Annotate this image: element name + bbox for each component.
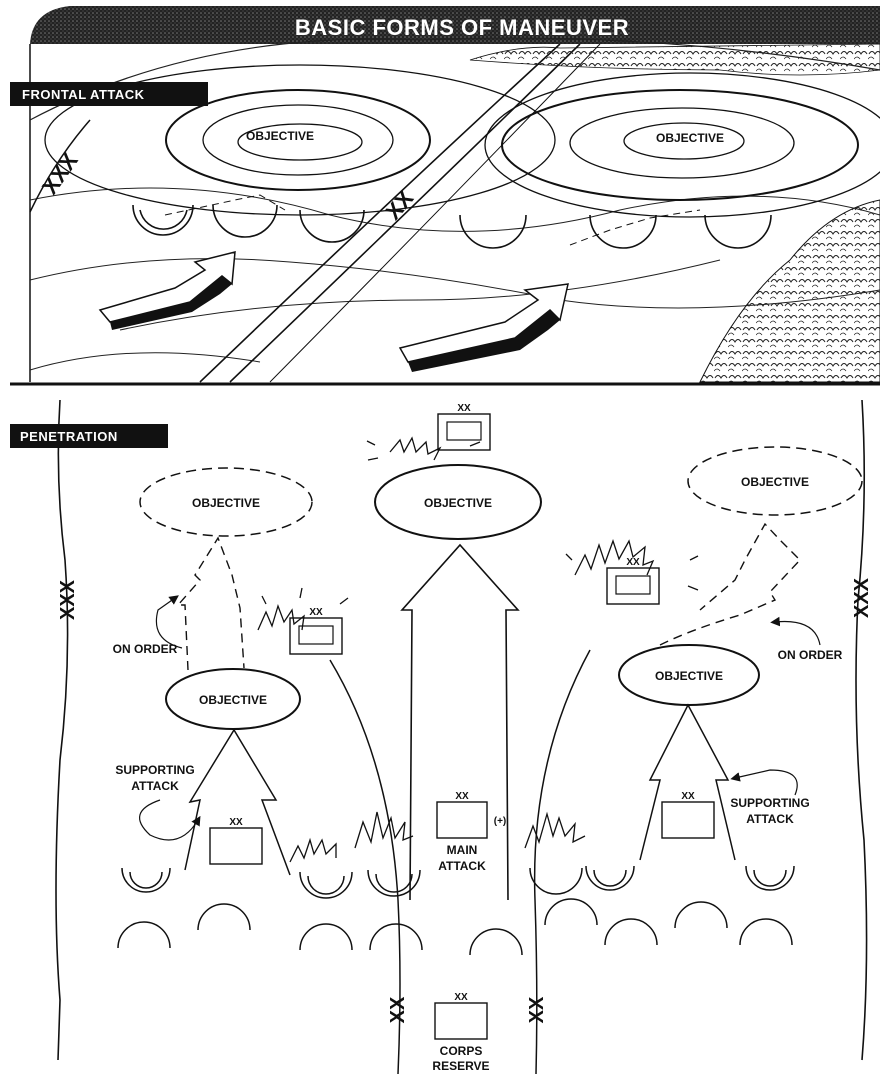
objective-label: OBJECTIVE	[424, 496, 492, 510]
objective-ellipse: OBJECTIVE	[374, 464, 542, 540]
corps-boundary-label: XXX	[57, 579, 79, 620]
corps-boundary-line	[55, 399, 69, 1061]
explosion-burst	[354, 811, 414, 849]
division-symbol: XX (+)	[436, 791, 507, 839]
road	[229, 43, 581, 383]
attack-arrow	[398, 283, 569, 372]
woods	[699, 199, 880, 383]
objective-label: OBJECTIVE	[192, 496, 260, 510]
penetration-panel: XXX XXX XX XX OBJECTIVE OBJECTIVE OBJECT…	[10, 399, 873, 1074]
on-order-label: ON ORDER	[113, 642, 178, 656]
callout-arrow	[730, 769, 798, 796]
attack-arrow	[98, 251, 236, 330]
on-order-arrow	[176, 536, 245, 671]
corps-reserve-label: CORPS	[440, 1044, 483, 1058]
division-boundary-label: XX	[526, 996, 548, 1023]
main-attack-label: ATTACK	[438, 859, 486, 873]
callout-arrow	[155, 595, 183, 649]
hill-contour-right	[484, 72, 880, 218]
frontal-attack-panel: OBJECTIVE OBJECTIVE	[10, 37, 880, 383]
section-tag-bg	[10, 424, 168, 448]
division-boundary-label: XX	[380, 186, 418, 225]
objective-ellipse: OBJECTIVE	[165, 668, 301, 730]
division-symbol: XX	[434, 992, 488, 1040]
unit-positions	[117, 865, 795, 956]
division-boundary-label: XX	[387, 996, 409, 1023]
woods	[469, 43, 880, 76]
supporting-attack-label: SUPPORTING	[730, 796, 809, 810]
explosion-burst	[565, 539, 699, 591]
objective-label: OBJECTIVE	[656, 131, 724, 145]
objective-label: OBJECTIVE	[655, 669, 723, 683]
supporting-attack-label: SUPPORTING	[115, 763, 194, 777]
svg-text:XX: XX	[626, 557, 640, 568]
svg-text:XX: XX	[455, 791, 469, 802]
section-tag: PENETRATION	[20, 429, 118, 444]
svg-text:XX: XX	[229, 817, 243, 828]
supporting-attack-arrow	[184, 728, 291, 876]
division-symbol: XX	[661, 791, 715, 839]
objective-label: OBJECTIVE	[199, 693, 267, 707]
enemy-unit-symbol: XX	[437, 403, 491, 451]
objective-label: OBJECTIVE	[741, 475, 809, 489]
enemy-unit-symbol: XX	[606, 557, 660, 605]
main-attack-arrow	[400, 543, 520, 901]
diagram-title: BASIC FORMS OF MANEUVER	[295, 15, 629, 40]
corps-boundary-label: XXX	[851, 577, 873, 618]
objective-ellipse-dashed: OBJECTIVE	[139, 467, 313, 537]
corps-boundary-label: XXX	[37, 148, 83, 199]
objective-label: OBJECTIVE	[246, 129, 314, 143]
route	[569, 209, 701, 246]
division-boundary-line	[533, 649, 591, 1074]
unit-positions	[132, 204, 772, 249]
objective-ellipse: OBJECTIVE	[618, 644, 760, 706]
title-banner: BASIC FORMS OF MANEUVER	[30, 6, 880, 44]
svg-text:XX: XX	[309, 607, 323, 618]
callout-arrow	[139, 799, 201, 841]
explosion-burst	[524, 811, 586, 849]
callout-arrow	[770, 616, 821, 646]
explosion-burst	[257, 587, 349, 631]
division-boundary-marker: XX	[380, 186, 418, 225]
corps-reserve-label: RESERVE	[432, 1059, 489, 1073]
svg-text:XX: XX	[457, 403, 471, 414]
enemy-unit-symbol: XX	[289, 607, 343, 655]
main-attack-label: MAIN	[447, 843, 478, 857]
svg-text:XX: XX	[681, 791, 695, 802]
on-order-label: ON ORDER	[778, 648, 843, 662]
terrain-line	[29, 352, 261, 371]
terrain-line	[119, 259, 721, 331]
section-tag: FRONTAL ATTACK	[22, 87, 145, 102]
road	[269, 43, 601, 383]
explosion-burst	[366, 436, 481, 461]
explosion-burst	[289, 837, 337, 863]
supporting-attack-arrow	[639, 703, 736, 861]
reinforced-modifier: (+)	[494, 816, 507, 827]
hill-contour-left	[44, 64, 556, 216]
division-symbol: XX	[209, 817, 263, 865]
terrain-line	[29, 258, 880, 309]
division-boundary-line	[329, 659, 401, 1074]
on-order-arrow	[659, 522, 801, 646]
road	[199, 43, 561, 383]
corps-boundary-line	[855, 399, 868, 1061]
objective-ellipse-dashed: OBJECTIVE	[687, 446, 863, 516]
svg-text:XX: XX	[454, 992, 468, 1003]
supporting-attack-label: ATTACK	[746, 812, 794, 826]
route	[164, 194, 286, 216]
supporting-attack-label: ATTACK	[131, 779, 179, 793]
section-tag-bg	[10, 82, 208, 106]
